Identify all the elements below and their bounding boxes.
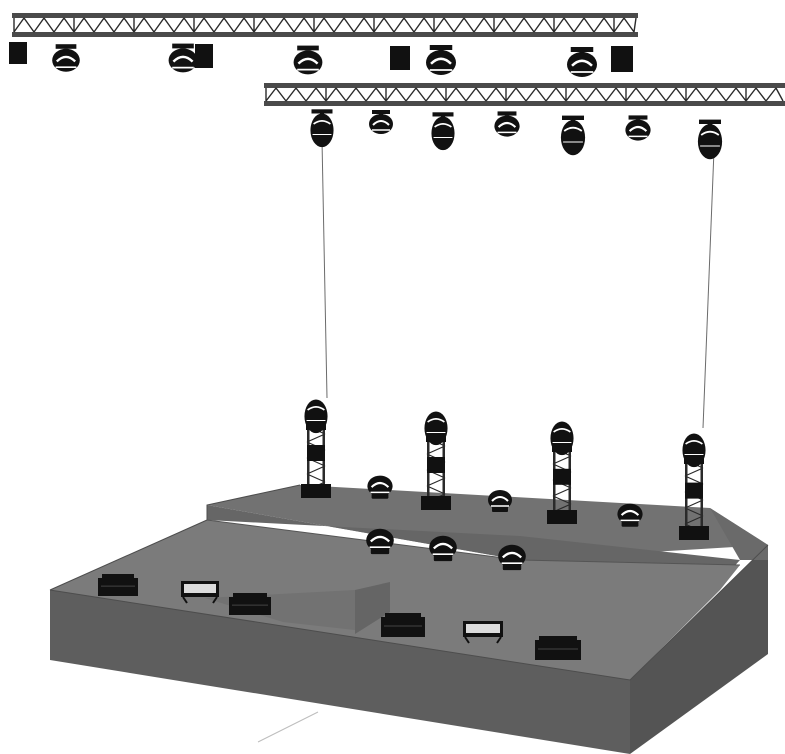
truss-fixtures <box>9 42 723 160</box>
moving-head-wash-icon <box>293 45 323 75</box>
moving-head-wash-icon <box>429 535 457 562</box>
truss-tower-icon <box>301 425 331 498</box>
moving-head-wash-icon <box>52 44 80 72</box>
moving-head-wash-icon <box>625 115 651 141</box>
stage-upper-side <box>710 508 768 560</box>
stage-notch-side <box>355 582 390 634</box>
box-par-icon <box>535 636 581 660</box>
stage-side-face <box>630 545 768 754</box>
moving-head-wash-icon <box>567 47 597 77</box>
stage-edge-lines <box>49 484 301 591</box>
moving-head-spot-icon <box>697 119 723 160</box>
moving-head-spot-icon <box>310 109 334 148</box>
led-bar-icon <box>181 581 219 604</box>
truss-tower-icon <box>547 447 577 524</box>
stage-front-edge <box>49 544 769 681</box>
truss-upper <box>12 13 638 37</box>
stage-front-face <box>50 590 630 754</box>
truss-lower <box>264 83 785 106</box>
moving-head-wash-icon <box>366 528 394 555</box>
cable-right <box>702 149 715 429</box>
box-par-icon <box>229 593 271 615</box>
moving-head-wash-icon <box>426 45 456 75</box>
box-par-icon <box>611 46 633 72</box>
moving-head-wash-icon <box>488 490 512 512</box>
floor-fixtures <box>366 475 643 571</box>
front-fixtures <box>98 574 581 660</box>
moving-head-wash-icon <box>168 43 198 73</box>
truss-towers <box>301 399 709 540</box>
moving-head-wash-icon <box>369 110 393 134</box>
moving-head-wash-icon <box>494 111 520 137</box>
moving-head-wash-icon <box>367 475 393 499</box>
box-par-icon <box>390 46 410 70</box>
led-bar-icon <box>463 621 503 644</box>
stage-platform <box>49 484 769 754</box>
box-par-icon <box>98 574 138 596</box>
moving-head-spot-icon <box>431 112 455 151</box>
floor-guide-line <box>257 711 319 743</box>
box-par-icon <box>381 613 425 637</box>
moving-head-wash-icon <box>498 544 526 571</box>
box-par-icon <box>195 44 213 68</box>
truss-tower-icon <box>679 459 709 540</box>
cable-left <box>321 139 328 399</box>
stage-upper-top <box>207 485 768 560</box>
box-par-icon <box>9 42 27 64</box>
moving-head-wash-icon <box>617 503 643 527</box>
moving-head-spot-icon <box>560 115 586 156</box>
truss-tower-icon <box>421 437 451 510</box>
